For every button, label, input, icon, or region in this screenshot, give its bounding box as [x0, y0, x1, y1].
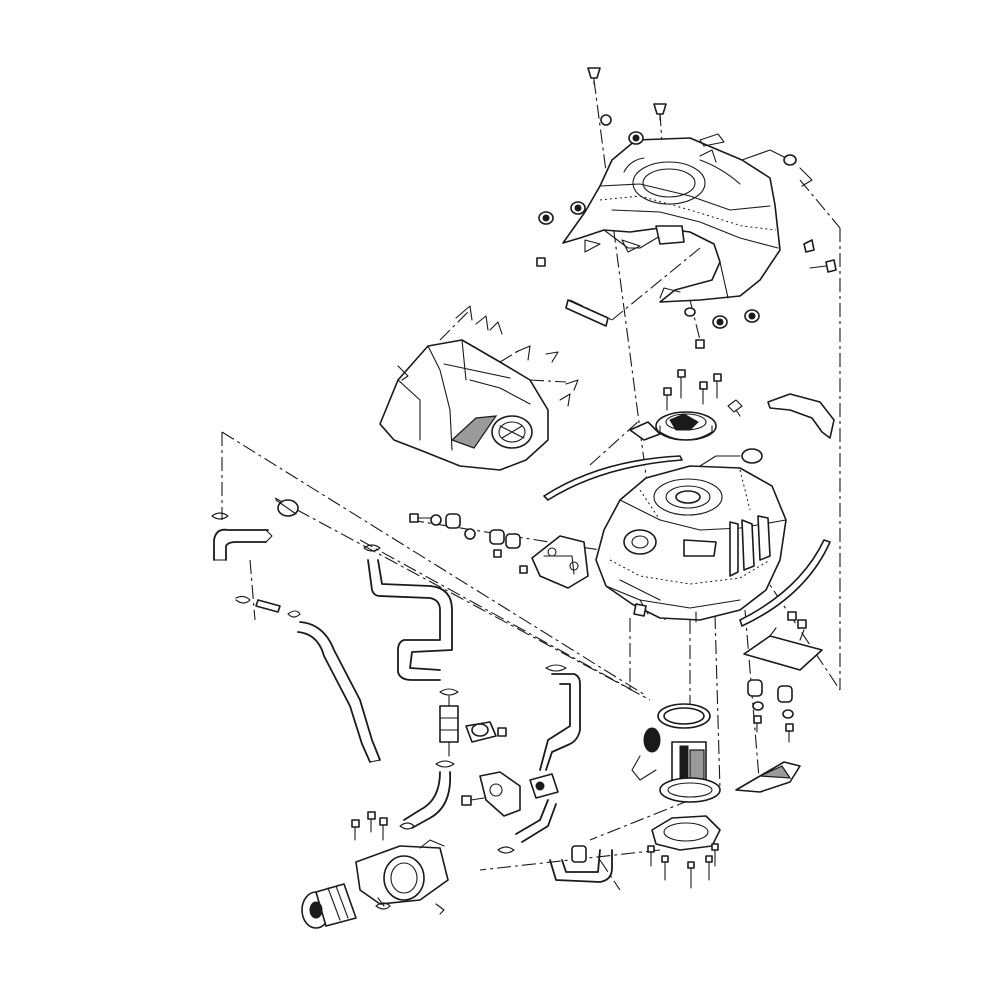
side-panel — [379, 305, 579, 471]
tank-trim — [543, 393, 835, 627]
hose-upper-left — [211, 499, 299, 561]
assembly-guide-lines — [221, 79, 841, 891]
pump-mount-plate — [651, 815, 721, 851]
rubber-damper-icon — [445, 513, 461, 529]
bolt-icon — [661, 855, 669, 881]
washer-icon — [684, 307, 696, 317]
hose-clamp-icon — [375, 902, 391, 910]
rubber-damper-icon — [489, 529, 505, 545]
canister-bolts — [351, 811, 415, 910]
bolt-icon — [493, 549, 502, 558]
pump-gasket-ring — [657, 703, 711, 729]
cover-fasteners — [536, 67, 837, 349]
washer-icon — [464, 528, 476, 540]
canister-bracket — [461, 771, 521, 817]
fuel-hoses — [211, 499, 613, 883]
bolt-icon — [647, 845, 655, 867]
fuel-pump-icon — [631, 727, 721, 803]
nut-icon — [536, 257, 546, 267]
rubber-damper-icon — [777, 685, 793, 703]
fuel-cap — [629, 411, 717, 441]
tank-mount-right — [743, 611, 823, 743]
rubber-damper-icon — [505, 533, 521, 549]
bolt-icon — [785, 723, 794, 743]
grommet-icon — [628, 131, 644, 145]
hose-clamp-icon — [399, 822, 415, 830]
bolt-icon — [699, 381, 708, 405]
nut-icon — [695, 339, 705, 349]
pump-bolts — [647, 843, 719, 889]
bolt-icon — [519, 565, 528, 574]
grommet-icon — [570, 201, 586, 215]
tank-under-cover — [735, 761, 801, 793]
bolt-icon — [367, 811, 376, 833]
hose-lower — [403, 760, 455, 829]
hose-middle — [363, 544, 453, 681]
bolt-icon — [711, 843, 719, 867]
cap-bolts — [663, 369, 743, 417]
check-valve — [529, 773, 559, 799]
bolt-icon — [797, 619, 807, 629]
bolt-icon — [663, 387, 672, 411]
bolt-icon — [587, 67, 601, 85]
fuel-pump-assembly — [631, 703, 721, 889]
fuel-tank — [595, 455, 787, 623]
bolt-icon — [803, 239, 815, 253]
bolt-icon — [677, 369, 686, 399]
fuel-filter-icon — [439, 688, 459, 757]
grommet-icon — [744, 309, 760, 323]
bolt-icon — [787, 611, 797, 621]
hose-clamp-icon — [275, 499, 299, 517]
washer-icon — [600, 114, 612, 126]
hose-bottom-right — [549, 845, 613, 883]
canister-icon — [301, 883, 357, 929]
bolt-icon — [379, 817, 388, 841]
canister-holder — [355, 839, 449, 915]
hose-joint — [235, 595, 301, 618]
filter-bracket — [465, 721, 507, 743]
bolt-icon — [497, 727, 507, 737]
washer-icon — [752, 701, 764, 711]
bolt-icon — [687, 861, 695, 889]
grommet-icon — [712, 315, 728, 329]
bolt-icon — [809, 259, 837, 273]
bolt-icon — [713, 373, 722, 399]
rubber-damper-icon — [747, 679, 763, 697]
key-icon — [727, 399, 743, 417]
canister-assembly — [301, 771, 521, 929]
tank-cover — [562, 133, 813, 327]
hose-right — [539, 664, 581, 771]
washer-icon — [782, 709, 794, 719]
grommet-icon — [783, 154, 797, 166]
washer-icon — [430, 514, 442, 526]
bolt-icon — [653, 103, 667, 121]
bolt-icon — [351, 819, 360, 841]
hose-bottom — [497, 799, 557, 854]
bolt-icon — [705, 855, 713, 881]
bolt-icon — [753, 715, 762, 733]
hose-long — [297, 621, 381, 763]
bolt-icon — [461, 795, 485, 806]
tank-mount-left — [409, 513, 589, 589]
grommet-icon — [538, 211, 554, 225]
hose-clamp-icon — [211, 512, 229, 520]
